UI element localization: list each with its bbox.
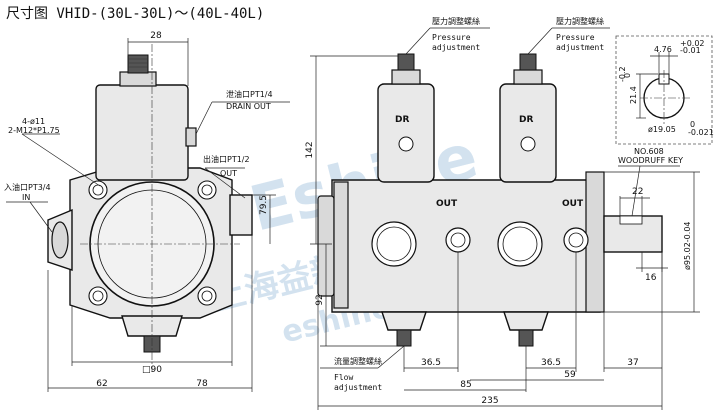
dim-16: 16 [645, 273, 657, 283]
drain-label-1: 泄油口PT1/4 [226, 89, 273, 99]
dim-78: 78 [196, 379, 208, 389]
dim-59: 59 [564, 370, 576, 380]
key-width: 4.76 [654, 45, 672, 54]
bolt-holes-label-2: 2-M12*P1.75 [8, 126, 60, 135]
flow-line2: adjustment [334, 383, 382, 392]
outlet-label-1: 出油口PT1/2 [203, 154, 250, 164]
dim-36-5-right: 36.5 [541, 358, 561, 368]
front-top-nut [119, 71, 157, 87]
inlet-port-label-2: IN [22, 193, 30, 202]
side-shaft-key [619, 215, 643, 225]
dim-79-5: 79.5 [259, 195, 269, 215]
dr-label-right: DR [519, 115, 533, 125]
key-height: 21.4 [629, 86, 638, 104]
front-outlet-boss [229, 194, 253, 236]
dim-142: 142 [305, 141, 315, 158]
pressure-left-line2: adjustment [432, 43, 480, 52]
side-front-flange [585, 171, 605, 313]
dim-235: 235 [481, 396, 498, 406]
side-left-pressure-screw [397, 53, 415, 71]
front-drain-fitting [185, 127, 197, 147]
pressure-left-cn: 壓力調整螺絲 [432, 16, 480, 26]
inlet-port-left [371, 221, 417, 267]
side-right-flow-body [503, 311, 549, 331]
shaft-detail-box [615, 35, 713, 145]
key-width-tol-lower: -0.01 [680, 46, 701, 55]
key-height-tol-lower: -0.2 [618, 66, 627, 82]
dim-36-5-left: 36.5 [421, 358, 441, 368]
drain-label-2: DRAIN OUT [226, 102, 271, 111]
pressure-right-cn: 壓力調整螺絲 [556, 16, 604, 26]
pilot-diameter: ø95.02-0.04 [683, 222, 692, 271]
dim-37: 37 [627, 358, 638, 368]
key-width-tol-upper: +0.02 [680, 39, 705, 48]
side-view: DR DR OUT OUT 壓力調整螺絲 Pressure adjustment… [305, 16, 663, 410]
pressure-right-line1: Pressure [556, 33, 595, 42]
key-spec-2: WOODRUFF KEY [618, 156, 683, 165]
side-right-flow-screw [518, 329, 534, 347]
dim-85: 85 [460, 380, 471, 390]
dr-port-right [520, 136, 536, 152]
front-view: 28 4-ø11 2-M12*P1.75 入油口PT3/4 IN 泄油口PT1/… [4, 31, 290, 392]
out-port-right [563, 227, 589, 253]
outlet-label-2: OUT [220, 169, 237, 178]
bolt-holes-label-1: 4-ø11 [22, 117, 45, 126]
shaft-diameter: ø19.05 [648, 125, 676, 134]
inlet-port-right [497, 221, 543, 267]
shaft-dia-tol-upper: 0 [690, 120, 695, 129]
dim-92: 92 [315, 294, 325, 305]
dim-22: 22 [632, 187, 643, 197]
out-label-left: OUT [436, 199, 458, 209]
dim-square-90: □90 [142, 365, 162, 375]
shaft-dia-tol-lower: -0.021 [688, 128, 714, 137]
flow-cn: 流量調整螺絲 [334, 356, 382, 366]
key-height-tol-upper: 0 [623, 73, 632, 78]
front-bolt-holes [88, 180, 217, 306]
key-spec-1: NO.608 [634, 147, 664, 156]
pressure-left-line1: Pressure [432, 33, 471, 42]
dim-28: 28 [150, 31, 162, 41]
shaft-detail: 4.76 +0.02 -0.01 21.4 0 -0.2 ø19.05 0 -0… [604, 35, 714, 313]
flow-line1: Flow [334, 373, 353, 382]
dr-label-left: DR [395, 115, 409, 125]
side-left-flow-body [381, 311, 427, 331]
out-label-right: OUT [562, 199, 584, 209]
pressure-right-line2: adjustment [556, 43, 604, 52]
side-right-compensator [499, 83, 557, 183]
out-port-left [445, 227, 471, 253]
dim-62: 62 [96, 379, 107, 389]
front-top-body [95, 84, 189, 181]
dr-port-left [398, 136, 414, 152]
side-left-compensator [377, 83, 435, 183]
side-right-pressure-screw [519, 53, 537, 71]
front-top-screw [127, 54, 149, 74]
side-left-flow-screw [396, 329, 412, 347]
drawing-title: 尺寸图 VHID-(30L-30L)～(40L-40L) [6, 6, 264, 22]
inlet-port-label-1: 入油口PT3/4 [4, 182, 51, 192]
